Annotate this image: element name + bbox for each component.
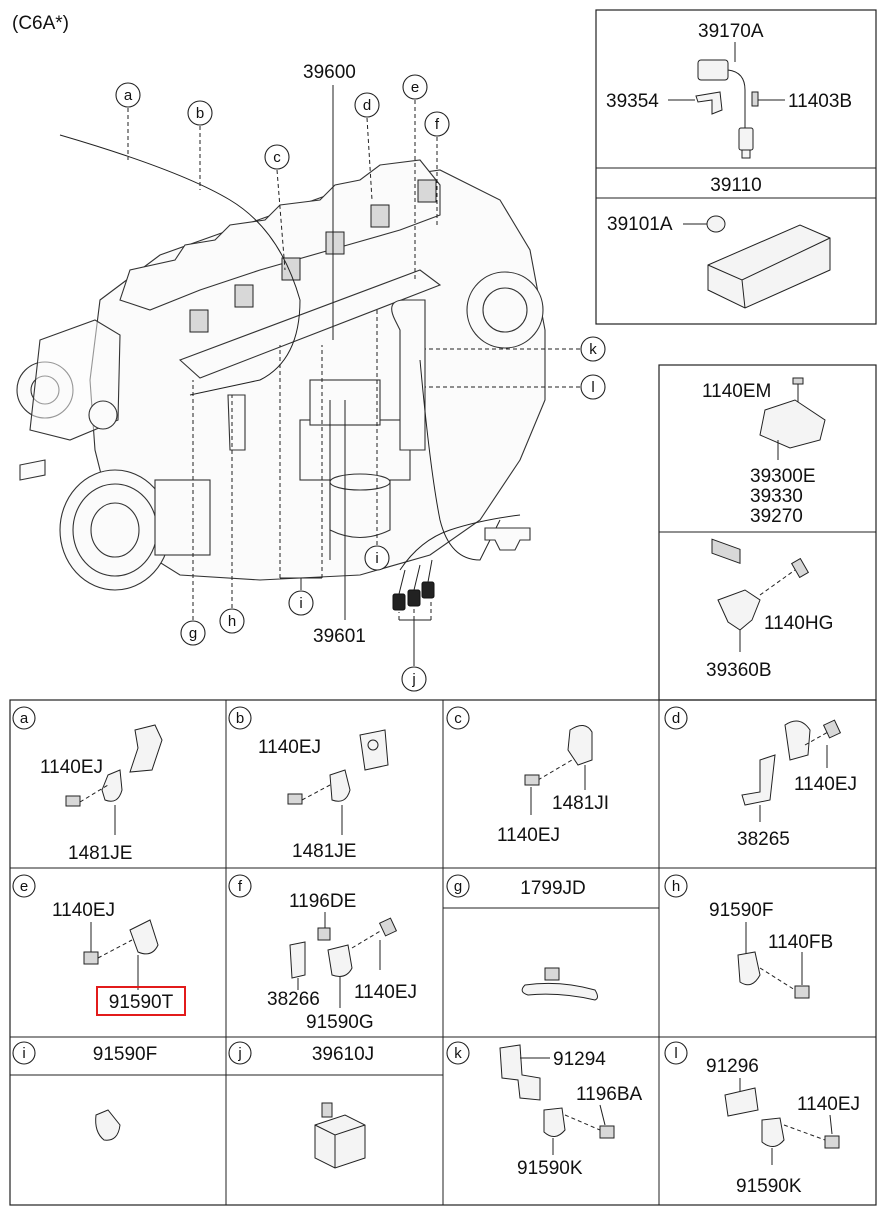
svg-text:b: b [196,105,204,122]
svg-text:h: h [228,613,236,630]
callout-h: h [219,608,245,634]
detail-l: l 91296 1140EJ 91590K [664,1041,860,1197]
detail-a: a 1140EJ 1481JE [12,706,163,864]
b-clamp: 1481JE [292,841,356,862]
svg-text:j: j [411,671,415,688]
svg-text:j: j [237,1045,241,1062]
main-leaders [127,85,580,666]
svg-text:i: i [299,595,302,612]
a-bolt: 1140EJ [40,757,103,778]
callout-l: l [580,374,606,400]
detail-g: g 1799JD [446,874,598,1001]
k-bolt: 1196BA [576,1084,643,1105]
svg-text:c: c [273,149,281,166]
svg-text:b: b [236,710,244,727]
detail-k: k 91294 1196BA 91590K [446,1041,643,1179]
part-39601: 39601 [313,626,366,647]
detail-e: e 1140EJ 91590T [12,874,186,1016]
callout-e: e [402,74,428,100]
part-39330: 39330 [750,486,803,507]
a-clamp: 1481JE [68,843,132,864]
svg-text:i: i [22,1045,25,1062]
svg-text:l: l [591,379,594,396]
svg-text:k: k [454,1045,462,1062]
k-clamp: 91590K [517,1158,583,1179]
k-bracket: 91294 [553,1049,606,1070]
sensor-ecu-panel: 39170A 39354 11403B 39110 39101A [595,9,877,565]
l-bracket: 91296 [706,1056,759,1077]
detail-c: c 1481JI 1140EJ [446,706,609,846]
svg-text:c: c [454,710,462,727]
main-callouts: a b c d e f g h i i j k l [115,74,606,692]
part-39300E: 39300E [750,466,816,487]
g-part: 1799JD [520,878,586,899]
part-11403B: 11403B [788,91,852,112]
callout-i-lower: i [288,590,314,616]
f-bracket: 38266 [267,989,320,1010]
e-highlight-box [96,986,186,1016]
model-code: (C6A*) [12,13,69,34]
part-39354: 39354 [606,91,659,112]
f-clamp: 91590G [306,1012,374,1033]
svg-text:a: a [20,710,29,727]
svg-text:k: k [589,341,597,358]
ecu-title: 39110 [710,175,761,196]
i-part: 91590F [93,1044,157,1065]
detail-h: h 91590F 1140FB [664,874,833,999]
part-39270: 39270 [750,506,803,527]
callout-d: d [354,92,380,118]
svg-text:g: g [454,878,462,895]
part-1140HG: 1140HG [764,613,833,634]
part-1140EM: 1140EM [702,381,771,402]
h-bolt: 1140FB [768,932,833,953]
svg-text:f: f [435,116,440,133]
detail-i: i 91590F [12,1041,157,1141]
l-bolt: 1140EJ [797,1094,860,1115]
svg-text:d: d [363,97,371,114]
d-bolt: 1140EJ [794,774,857,795]
part-39360B: 39360B [706,660,772,681]
callout-c: c [264,144,290,170]
b-bolt: 1140EJ [258,737,321,758]
j-part: 39610J [312,1044,374,1065]
part-39600: 39600 [303,62,356,83]
h-clamp: 91590F [709,900,773,921]
e-bolt: 1140EJ [52,900,115,921]
svg-text:g: g [189,625,197,642]
e-clamp: 91590T [109,992,174,1013]
f-bolt1: 1196DE [289,891,356,912]
detail-j: j 39610J [228,1041,374,1169]
svg-text:h: h [672,878,680,895]
svg-text:l: l [674,1045,677,1062]
callout-f: f [424,111,450,137]
svg-text:d: d [672,710,680,727]
callout-g: g [180,620,206,646]
part-39101A: 39101A [607,214,673,235]
f-bolt2: 1140EJ [354,982,417,1003]
part-39170A: 39170A [698,21,764,42]
map-sensor-panel: 1140EM 39300E 39330 39270 1140HG 39360B [658,364,877,701]
callout-b: b [187,100,213,126]
svg-text:f: f [238,878,243,895]
c-clamp: 1481JI [552,793,609,814]
svg-text:a: a [124,87,133,104]
detail-b: b 1140EJ 1481JE [228,706,389,862]
d-bracket: 38265 [737,829,790,850]
svg-text:e: e [411,79,419,96]
detail-f: f 1196DE 1140EJ 38266 91590G [228,874,417,1033]
detail-d: d 1140EJ 38265 [664,706,857,850]
svg-text:e: e [20,878,28,895]
callout-k: k [580,336,606,362]
callout-j: j [401,666,427,692]
svg-text:i: i [375,550,378,567]
callout-a: a [115,82,141,108]
l-clamp: 91590K [736,1176,802,1197]
detail-grid [9,699,877,1206]
callout-i-upper: i [364,545,390,571]
engine-illustration [16,134,546,611]
c-bolt: 1140EJ [497,825,560,846]
